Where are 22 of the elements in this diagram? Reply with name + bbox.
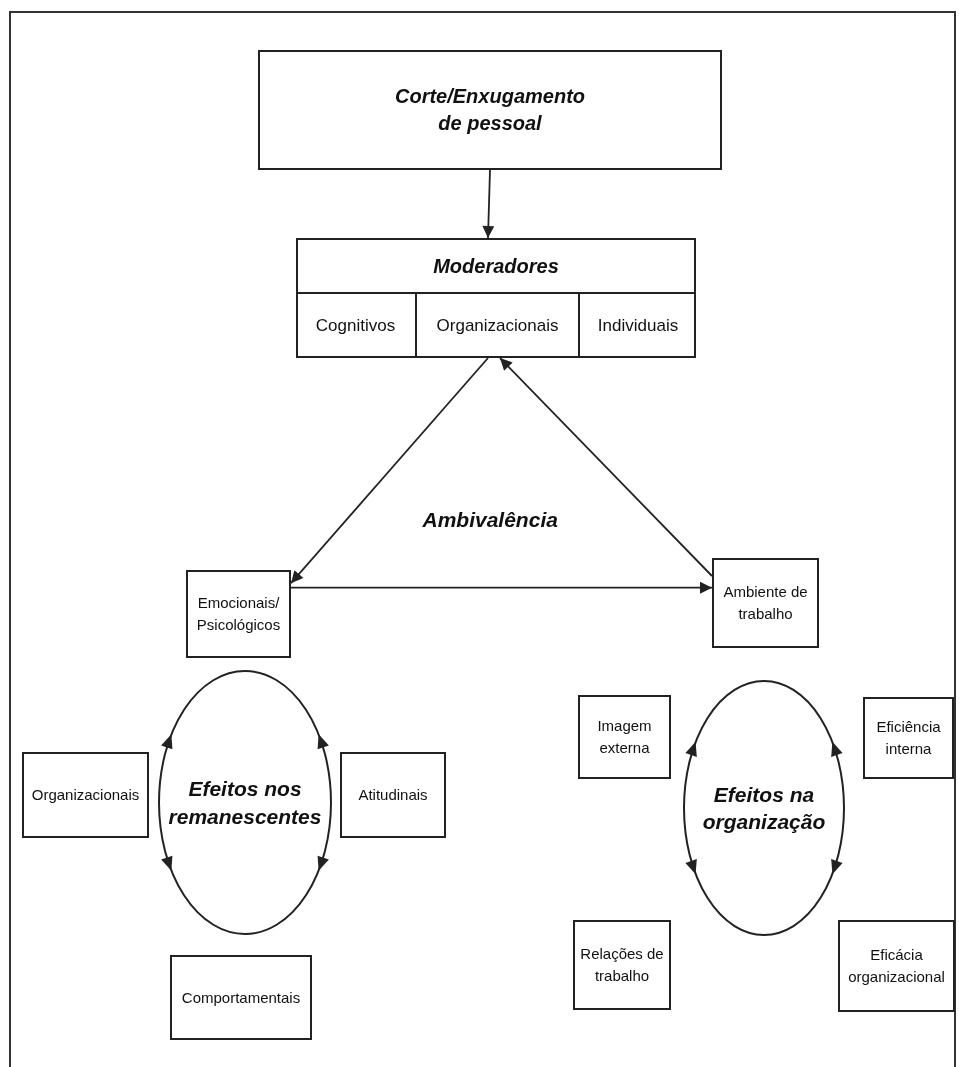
table-heading: Moderadores — [432, 254, 560, 279]
category-box: Emocionais/ Psicológicos — [186, 570, 291, 658]
category-box: Relações de trabalho — [573, 920, 671, 1010]
table-cell: Organizacionais — [415, 292, 578, 358]
arrow — [290, 581, 713, 594]
process-box: Corte/Enxugamento de pessoal — [258, 50, 722, 170]
category-box: Atitudinais — [340, 752, 446, 838]
category-box: Imagem externa — [578, 695, 671, 779]
category-box: Organizacionais — [22, 752, 149, 838]
arrow — [482, 169, 495, 239]
arrow — [499, 357, 713, 577]
table-cell: Individuais — [578, 292, 696, 358]
table-box — [296, 238, 696, 358]
category-box: Eficácia organizacional — [838, 920, 955, 1012]
table-cell: Cognitivos — [296, 292, 415, 358]
category-box: Comportamentais — [170, 955, 312, 1040]
ellipse-label: Efeitos nos remanescentes — [167, 776, 323, 830]
ellipse-label: Efeitos na organização — [701, 781, 827, 835]
category-box: Ambiente de trabalho — [712, 558, 819, 648]
center-label: Ambivalência — [422, 508, 558, 532]
arrow — [290, 357, 489, 585]
category-box: Eficiência interna — [863, 697, 954, 779]
